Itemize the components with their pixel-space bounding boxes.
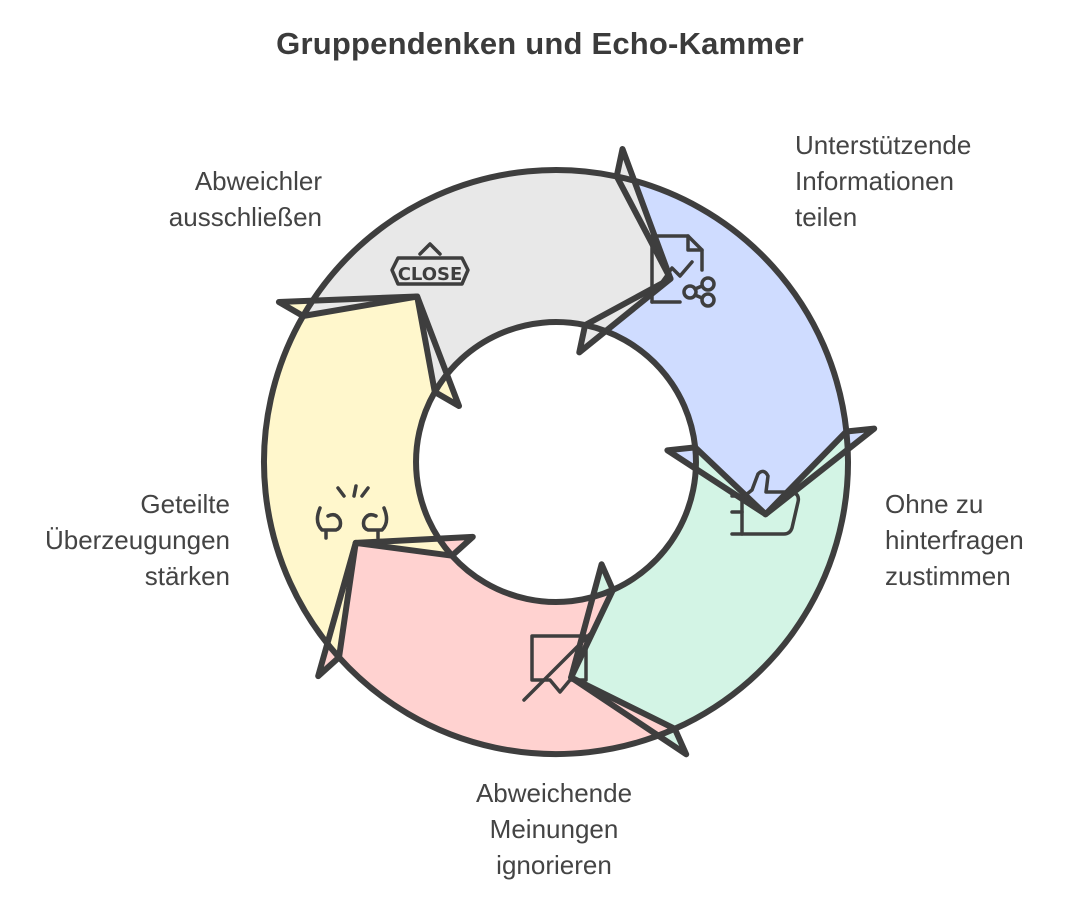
- step-label-ignore: Abweichende Meinungen ignorieren: [475, 778, 633, 880]
- step-label-share: Unterstützende Informationen teilen: [795, 130, 972, 232]
- thumbs-up-icon: [730, 469, 801, 536]
- step-label-agree: Ohne zu hinterfragen zustimmen: [885, 489, 1024, 591]
- step-label-exclude: Abweichler ausschließen: [168, 166, 322, 232]
- segment-outline-exclude: [300, 146, 674, 395]
- diagram-title: Gruppendenken und Echo-Kammer: [276, 26, 804, 61]
- cycle-outlines: [260, 146, 878, 758]
- segment-exclude: [303, 149, 671, 392]
- chart-share-icon: [650, 234, 716, 308]
- cycle-segments: [263, 149, 875, 755]
- step-label-strengthen: Geteilte Überzeugungen stärken: [44, 489, 230, 591]
- segment-share: [585, 176, 875, 515]
- segment-strengthen: [263, 296, 459, 658]
- segment-agree: [571, 431, 849, 755]
- no-comment-icon: [522, 628, 596, 702]
- heads-talking-icon: [315, 484, 389, 540]
- segment-ignore: [318, 536, 675, 755]
- close-sign-icon: CLOSE: [390, 242, 470, 286]
- close-sign-text: CLOSE: [398, 264, 463, 285]
